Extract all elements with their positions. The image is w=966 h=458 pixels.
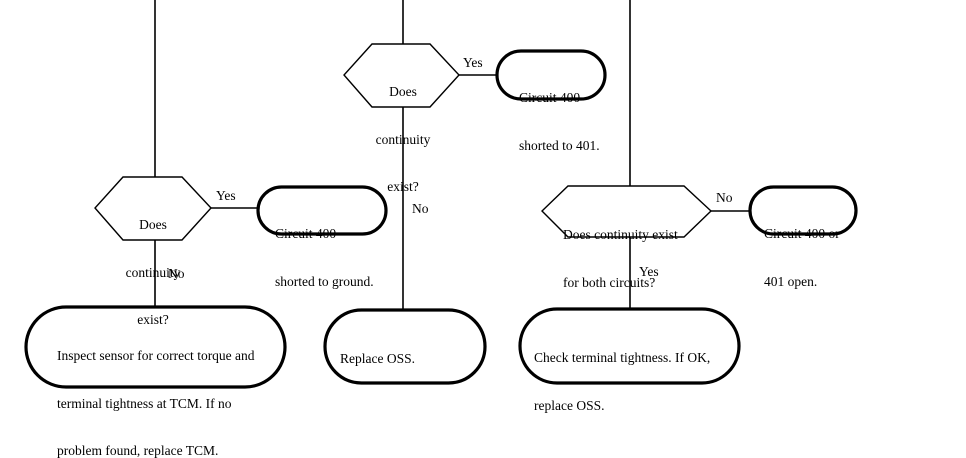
middle-decision-label: Does continuity exist? xyxy=(358,52,448,227)
left-terminal-line1: Inspect sensor for correct torque and xyxy=(57,347,255,363)
right-terminal-line2: replace OSS. xyxy=(534,397,605,413)
left-result-line2: shorted to ground. xyxy=(275,273,374,289)
left-decision-shape xyxy=(94,176,212,241)
right-decision-shape xyxy=(541,185,713,238)
middle-decision-line1: Does xyxy=(389,83,417,99)
right-no-label: No xyxy=(716,190,733,205)
right-decision-line1: Does continuity exist xyxy=(563,226,678,242)
left-decision-line3: exist? xyxy=(137,312,169,328)
left-terminal-line3: problem found, replace TCM. xyxy=(57,443,219,458)
middle-decision-shape xyxy=(343,43,460,108)
left-result-label: Circuit 400 shorted to ground. xyxy=(275,194,374,321)
right-result-label: Circuit 400 or 401 open. xyxy=(764,194,840,321)
middle-result-line1: Circuit 400 xyxy=(519,89,581,105)
right-terminal-line1: Check terminal tightness. If OK, xyxy=(534,349,711,365)
left-terminal-label: Inspect sensor for correct torque and te… xyxy=(57,316,255,458)
middle-terminal-line1: Replace OSS. xyxy=(340,350,415,366)
left-decision-label: Does continuity exist? xyxy=(108,185,198,360)
middle-result-shape xyxy=(495,49,607,101)
right-yes-label: Yes xyxy=(639,264,659,279)
middle-yes-label: Yes xyxy=(463,55,483,70)
right-terminal-shape xyxy=(518,307,741,385)
left-no-label: No xyxy=(168,266,185,281)
left-terminal-line2: terminal tightness at TCM. If no xyxy=(57,395,232,411)
middle-terminal-shape xyxy=(323,308,487,385)
middle-result-line2: shorted to 401. xyxy=(519,137,600,153)
right-decision-label: Does continuity exist for both circuits? xyxy=(563,195,678,322)
left-decision-line2: continuity xyxy=(125,264,181,280)
right-terminal-label: Check terminal tightness. If OK, replace… xyxy=(534,318,710,445)
right-decision-line2: for both circuits? xyxy=(563,274,656,290)
left-yes-label: Yes xyxy=(216,188,236,203)
left-terminal-shape xyxy=(24,305,287,389)
middle-decision-line3: exist? xyxy=(387,179,419,195)
middle-decision-line2: continuity xyxy=(375,131,431,147)
middle-no-label: No xyxy=(412,201,429,216)
right-result-shape xyxy=(748,185,858,236)
left-result-line1: Circuit 400 xyxy=(275,225,337,241)
left-result-shape xyxy=(256,185,388,236)
middle-result-label: Circuit 400 shorted to 401. xyxy=(519,58,600,185)
left-decision-line1: Does xyxy=(139,216,167,232)
right-result-line2: 401 open. xyxy=(764,273,818,289)
right-result-line1: Circuit 400 or xyxy=(764,225,840,241)
middle-terminal-label: Replace OSS. xyxy=(340,319,415,399)
